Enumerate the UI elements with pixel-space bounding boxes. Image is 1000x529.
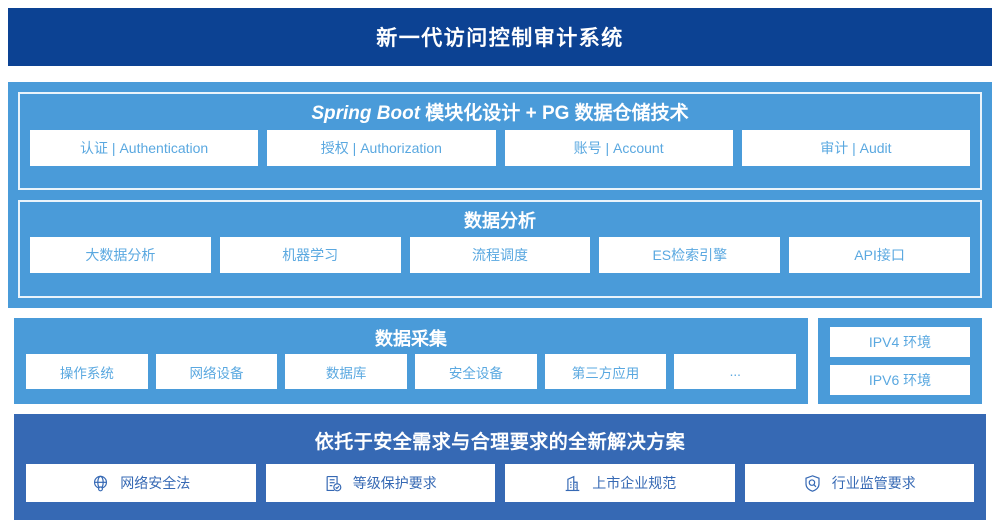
compliance-panel: 依托于安全需求与合理要求的全新解决方案 网络安全法 — [14, 414, 986, 520]
compliance-card-row: 网络安全法 等级保护要求 — [14, 464, 986, 502]
environment-card-ipv4[interactable]: IPV4 环境 — [830, 327, 970, 357]
collection-card-security-device[interactable]: 安全设备 — [415, 354, 537, 389]
compliance-card-label: 等级保护要求 — [352, 475, 437, 491]
compliance-card-label: 网络安全法 — [120, 475, 191, 491]
environment-card-ipv6[interactable]: IPV6 环境 — [830, 365, 970, 395]
header-bar: 新一代访问控制审计系统 — [8, 8, 992, 66]
analysis-card-es-search[interactable]: ES检索引擎 — [599, 236, 781, 273]
platform-subpanel: Spring Boot 模块化设计 + PG 数据仓储技术 认证 | Authe… — [18, 92, 982, 190]
compliance-card-cybersecurity-law[interactable]: 网络安全法 — [26, 464, 256, 502]
collection-panel: 数据采集 操作系统 网络设备 数据库 安全设备 第三方应用 ... — [14, 318, 808, 404]
globe-network-icon — [91, 474, 110, 493]
analysis-card-bigdata[interactable]: 大数据分析 — [30, 236, 211, 273]
shield-search-icon — [803, 474, 822, 493]
platform-card-account[interactable]: 账号 | Account — [504, 129, 733, 166]
platform-card-audit[interactable]: 审计 | Audit — [741, 129, 970, 166]
analysis-card-row: 大数据分析 机器学习 流程调度 ES检索引擎 API接口 — [20, 236, 980, 283]
collection-title: 数据采集 — [375, 329, 447, 349]
compliance-title: 依托于安全需求与合理要求的全新解决方案 — [314, 432, 686, 453]
platform-card-row: 认证 | Authentication 授权 | Authorization 账… — [20, 129, 980, 176]
bank-building-icon — [563, 474, 582, 493]
page-title: 新一代访问控制审计系统 — [376, 27, 624, 50]
collection-card-row: 操作系统 网络设备 数据库 安全设备 第三方应用 ... — [14, 354, 808, 389]
compliance-card-label: 上市企业规范 — [592, 475, 677, 491]
collection-card-third-party-app[interactable]: 第三方应用 — [544, 354, 667, 389]
collection-card-network-device[interactable]: 网络设备 — [155, 354, 278, 389]
analysis-subpanel: 数据分析 大数据分析 机器学习 流程调度 ES检索引擎 API接口 — [18, 200, 982, 298]
platform-title: Spring Boot 模块化设计 + PG 数据仓储技术 — [20, 94, 980, 130]
collection-card-database[interactable]: 数据库 — [285, 354, 408, 389]
analysis-card-machine-learning[interactable]: 机器学习 — [219, 236, 401, 273]
analysis-card-api[interactable]: API接口 — [789, 236, 970, 273]
environment-panel: IPV4 环境 IPV6 环境 — [818, 318, 982, 404]
document-check-icon — [324, 474, 343, 493]
analysis-card-process-scheduling[interactable]: 流程调度 — [409, 236, 591, 273]
platform-card-authorization[interactable]: 授权 | Authorization — [267, 129, 496, 166]
platform-panel: Spring Boot 模块化设计 + PG 数据仓储技术 认证 | Authe… — [8, 82, 992, 308]
collection-card-more[interactable]: ... — [674, 354, 797, 389]
platform-card-authentication[interactable]: 认证 | Authentication — [30, 129, 259, 166]
compliance-card-classified-protection[interactable]: 等级保护要求 — [265, 464, 495, 502]
analysis-title: 数据分析 — [464, 211, 536, 231]
platform-title-rest: 模块化设计 + PG 数据仓储技术 — [420, 103, 689, 124]
compliance-card-industry-regulation[interactable]: 行业监管要求 — [744, 464, 974, 502]
platform-title-lead: Spring Boot — [311, 103, 421, 124]
compliance-card-listed-enterprise[interactable]: 上市企业规范 — [505, 464, 735, 502]
collection-card-os[interactable]: 操作系统 — [26, 354, 148, 389]
compliance-card-label: 行业监管要求 — [831, 475, 916, 491]
